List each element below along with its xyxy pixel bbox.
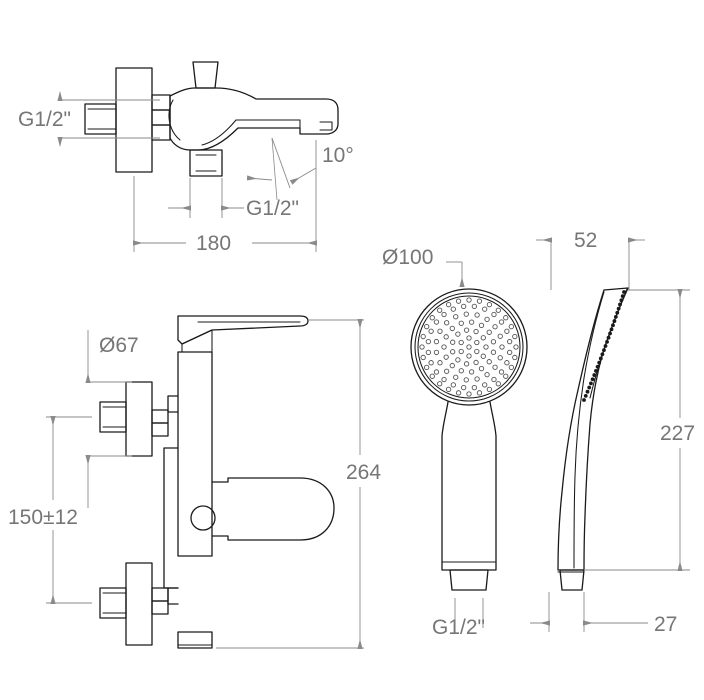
shower-head-inner-rim — [414, 292, 524, 402]
label-width-52: 52 — [574, 229, 597, 252]
connector-block-upper — [151, 94, 171, 111]
outlet-nipple-top — [189, 149, 223, 177]
label-width-27: 27 — [654, 613, 677, 636]
mixer-left-side-wall — [163, 447, 179, 589]
shower-handle-face — [441, 401, 497, 571]
dim-inlet-thread-top: G1/2" — [18, 91, 160, 147]
mixer-spout-arm — [211, 477, 335, 541]
shower-side-outline — [557, 287, 629, 571]
dim-shower-thread: G1/2" — [432, 598, 485, 639]
label-diameter-100: Ø100 — [382, 246, 433, 269]
spout-tip-notch — [319, 121, 333, 131]
dim-handle-end-27: 27 — [530, 592, 677, 636]
outlet-thread-lines-top — [195, 154, 217, 172]
mixer-base-foot — [177, 631, 213, 649]
label-height-150: 150±12 — [8, 506, 78, 529]
shower-side-inner-contour — [573, 291, 605, 569]
shower-side-hose-connector — [559, 569, 585, 591]
dim180-text-mask — [186, 232, 252, 254]
dim-inlet-centres-150: 150±12 — [8, 416, 92, 604]
diverter-button — [190, 505, 216, 531]
label-angle-10: 10° — [322, 144, 354, 167]
inlet-thread-lines-top — [87, 108, 117, 130]
wall-flange-top — [115, 67, 153, 173]
mixer-body-column — [177, 351, 213, 557]
mixer-lower-inlet-step — [167, 587, 179, 605]
view-hand-shower-side: 52 227 27 — [530, 229, 695, 636]
label-diameter-67: Ø67 — [99, 334, 139, 357]
mixer-lever-handle — [177, 315, 309, 345]
label-length-180: 180 — [196, 232, 231, 255]
label-g12-shower: G1/2" — [432, 616, 485, 639]
spout-body-outline — [169, 87, 339, 151]
angle-arrow-right — [289, 167, 317, 185]
cartridge-bulb-line — [168, 99, 181, 141]
flange-connector-upper-a — [151, 409, 169, 424]
flange-connector-upper-b — [151, 422, 169, 437]
shower-nozzle-pattern — [419, 297, 519, 397]
dim-total-length-227: 227 — [584, 289, 695, 571]
mixer-upper-inlet-step — [167, 395, 179, 413]
label-g12-inlet-top: G1/2" — [18, 108, 71, 131]
dim-head-thickness-52: 52 — [536, 229, 645, 290]
view-hand-shower-face: Ø100 G1/2" — [382, 246, 528, 639]
dim-projection-180: 180 — [133, 140, 317, 255]
dim-flange-diameter-67: Ø67 — [85, 328, 158, 508]
flange-connector-lower-a — [151, 587, 169, 602]
dim-total-height-264: 264 — [216, 319, 381, 649]
shower-side-nozzle-dots — [582, 290, 626, 402]
shower-head-outer-rim — [410, 288, 528, 406]
label-length-227: 227 — [660, 422, 695, 445]
dim-head-diameter-100: Ø100 — [382, 246, 465, 287]
label-g12-outlet-top: G1/2" — [246, 197, 299, 220]
view-mixer-front: Ø67 150±12 264 — [8, 315, 381, 649]
connector-block-lower — [151, 124, 171, 141]
angle-leg-line — [271, 137, 291, 189]
flange-nipple-upper-threads — [102, 406, 127, 428]
spout-inner-curve — [201, 119, 237, 146]
shower-hose-connector — [449, 569, 489, 591]
dim67-text-mask — [96, 328, 158, 352]
dim-outlet-thread-top: G1/2" — [168, 178, 299, 220]
angle-ref-vertical — [271, 137, 278, 201]
shower-head-face-edge — [417, 295, 521, 399]
flange-plate-lower — [125, 562, 153, 646]
flange-nipple-upper — [99, 401, 127, 433]
flange-nipple-lower-threads — [102, 592, 127, 614]
lever-handle-top — [192, 61, 219, 89]
spout-inner-line — [235, 119, 301, 129]
label-height-264: 264 — [346, 461, 381, 484]
flange-plate-upper — [125, 381, 153, 457]
connector-block-mid — [151, 109, 171, 126]
view-bath-spout-side: G1/2" 10° 180 — [18, 61, 354, 255]
mixer-lever-base — [181, 329, 213, 353]
flange-nipple-lower — [99, 587, 127, 619]
angle-arrow-left — [246, 175, 273, 181]
flange-connector-lower-b — [151, 600, 169, 615]
dim-spout-angle: 10° — [246, 137, 354, 201]
